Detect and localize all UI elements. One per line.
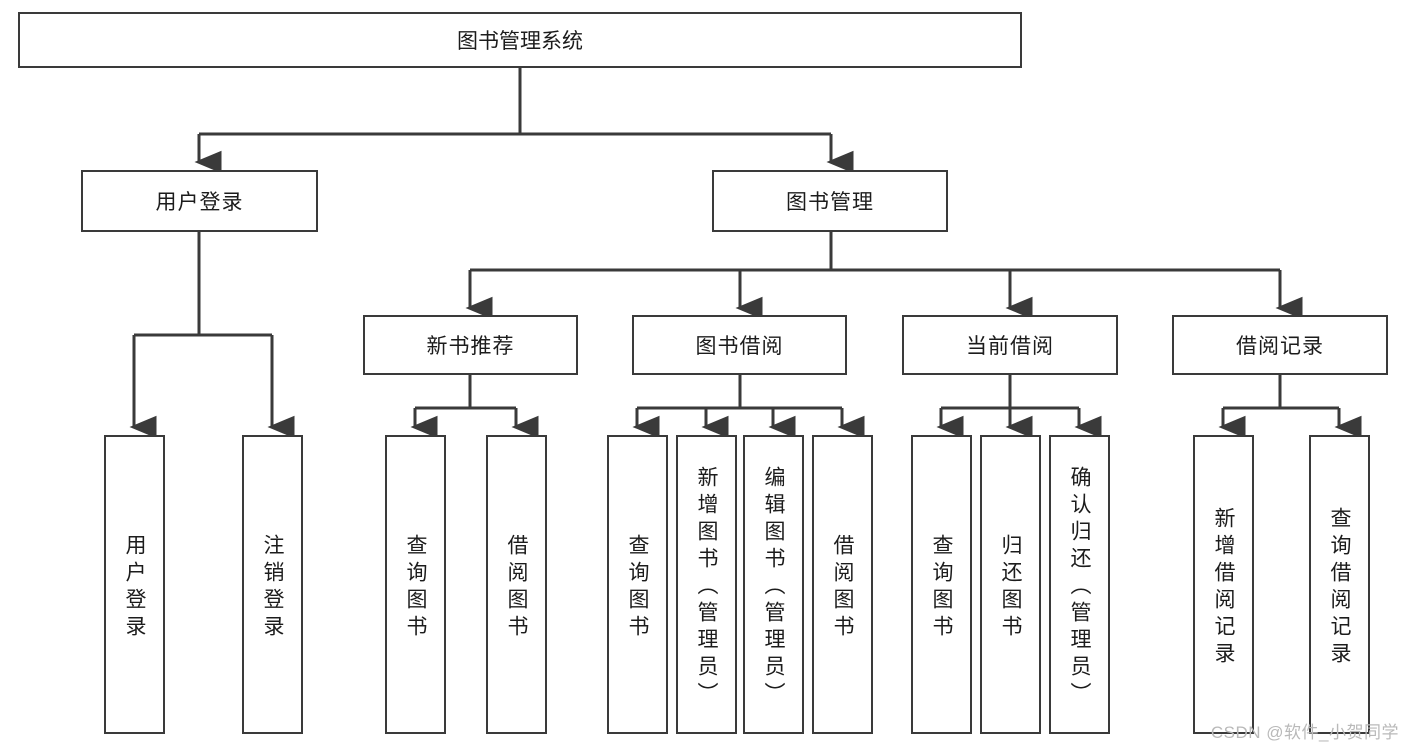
node-root-system[interactable]: 图书管理系统 bbox=[18, 12, 1022, 68]
leaf-confirm-return-admin[interactable]: 确认归还（管理员） bbox=[1049, 435, 1110, 734]
node-label: 图书借阅 bbox=[695, 335, 784, 358]
leaf-query-book-current[interactable]: 查询图书 bbox=[911, 435, 972, 734]
node-label: 查询借阅记录 bbox=[1328, 506, 1351, 669]
leaf-logout-login[interactable]: 注销登录 bbox=[242, 435, 303, 734]
node-label: 借阅图书 bbox=[831, 533, 854, 642]
node-label: 归还图书 bbox=[999, 533, 1022, 642]
node-borrow-records[interactable]: 借阅记录 bbox=[1172, 315, 1388, 375]
node-label: 图书管理系统 bbox=[457, 30, 583, 53]
leaf-query-borrow-record[interactable]: 查询借阅记录 bbox=[1309, 435, 1370, 734]
node-label: 新增借阅记录 bbox=[1212, 506, 1235, 669]
node-label: 当前借阅 bbox=[966, 335, 1054, 358]
leaf-borrow-book-recommend[interactable]: 借阅图书 bbox=[486, 435, 547, 734]
leaf-borrow-book[interactable]: 借阅图书 bbox=[812, 435, 873, 734]
node-label: 用户登录 bbox=[123, 533, 146, 642]
node-label: 图书管理 bbox=[786, 191, 874, 214]
node-label: 查询图书 bbox=[404, 533, 427, 642]
node-book-borrow[interactable]: 图书借阅 bbox=[632, 315, 847, 375]
node-user-login[interactable]: 用户登录 bbox=[81, 170, 318, 232]
csdn-watermark: CSDN @软件_小贺同学 bbox=[1210, 723, 1399, 742]
node-label: 新书推荐 bbox=[426, 335, 515, 358]
node-book-management[interactable]: 图书管理 bbox=[712, 170, 948, 232]
node-label: 确认归还（管理员） bbox=[1068, 466, 1091, 709]
leaf-return-book[interactable]: 归还图书 bbox=[980, 435, 1041, 734]
node-label: 借阅图书 bbox=[505, 533, 528, 642]
leaf-query-book-borrow[interactable]: 查询图书 bbox=[607, 435, 668, 734]
leaf-add-book-admin[interactable]: 新增图书（管理员） bbox=[676, 435, 737, 734]
node-label: 编辑图书（管理员） bbox=[762, 466, 785, 709]
node-label: 用户登录 bbox=[155, 191, 244, 214]
node-label: 注销登录 bbox=[261, 533, 284, 642]
leaf-query-book-recommend[interactable]: 查询图书 bbox=[385, 435, 446, 734]
node-new-book-recommend[interactable]: 新书推荐 bbox=[363, 315, 578, 375]
node-label: 新增图书（管理员） bbox=[695, 466, 718, 709]
leaf-user-login[interactable]: 用户登录 bbox=[104, 435, 165, 734]
node-label: 查询图书 bbox=[626, 533, 649, 642]
node-current-borrow[interactable]: 当前借阅 bbox=[902, 315, 1118, 375]
node-label: 借阅记录 bbox=[1236, 335, 1324, 358]
node-label: 查询图书 bbox=[930, 533, 953, 642]
leaf-edit-book-admin[interactable]: 编辑图书（管理员） bbox=[743, 435, 804, 734]
leaf-add-borrow-record[interactable]: 新增借阅记录 bbox=[1193, 435, 1254, 734]
